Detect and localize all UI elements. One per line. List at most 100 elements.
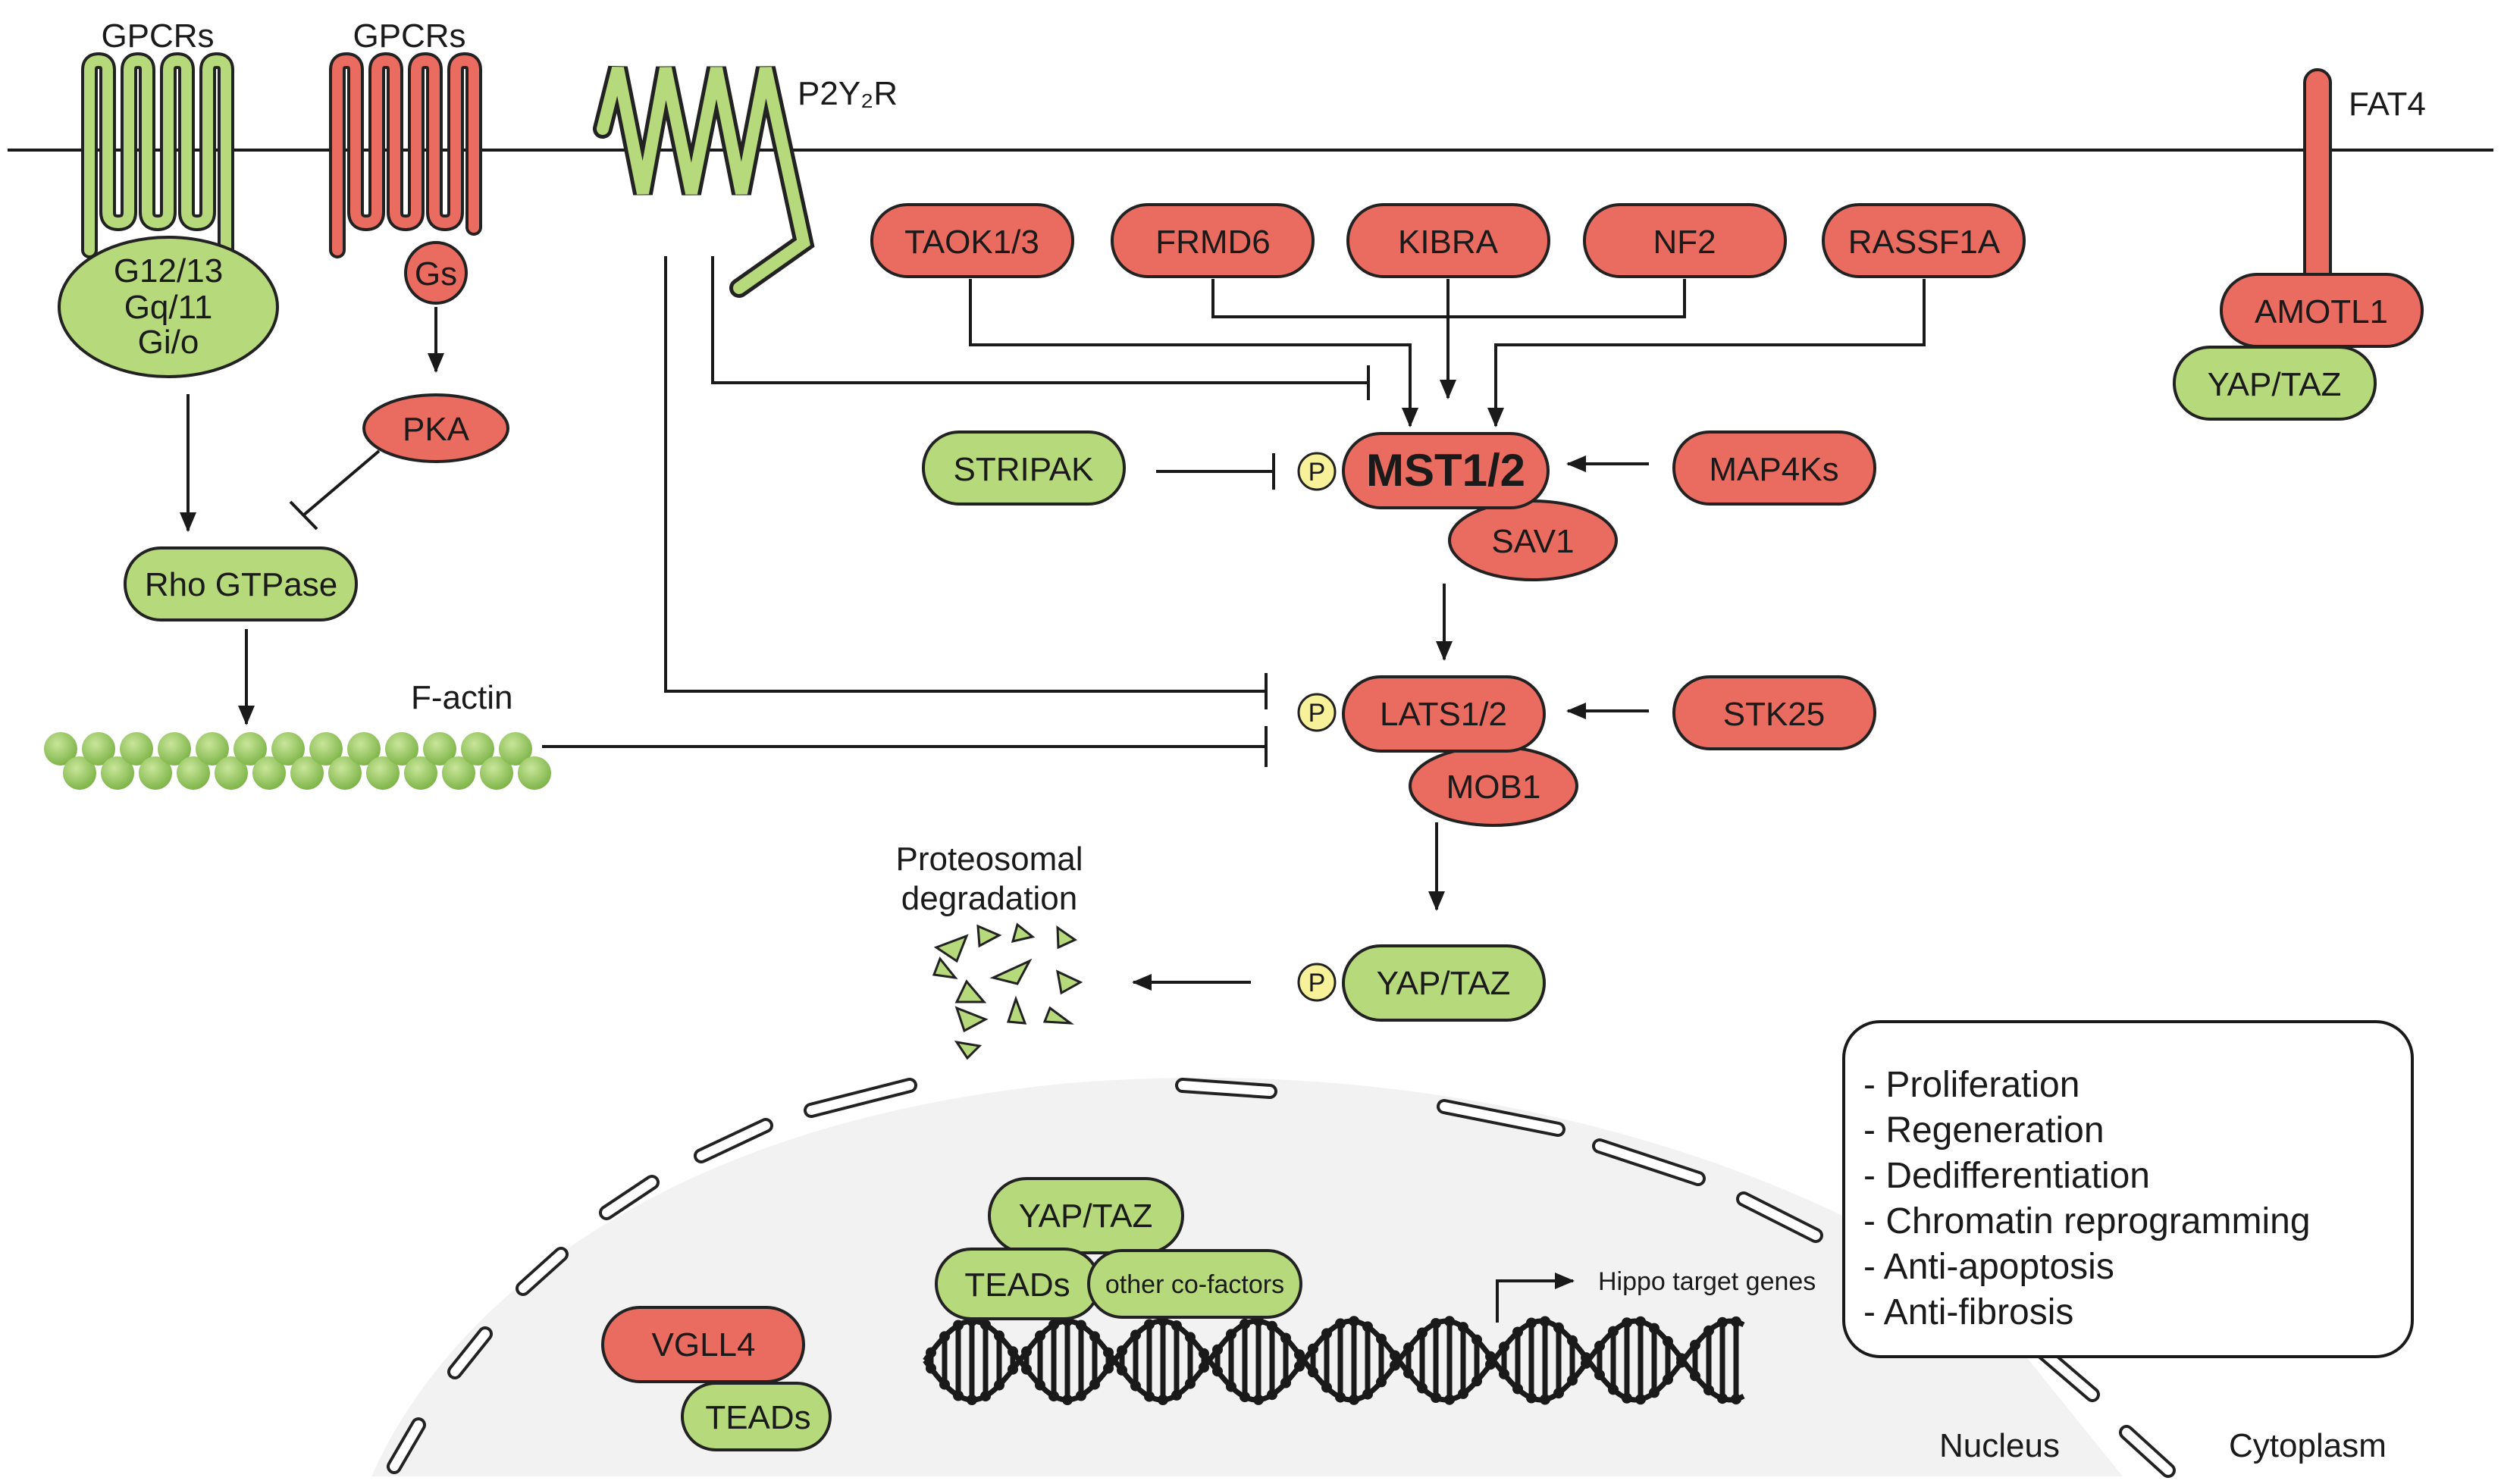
outcome-proliferation: - Proliferation: [1863, 1065, 2079, 1105]
lats-phospho-badge: [1297, 693, 1337, 732]
fat4-label: FAT4: [2349, 86, 2426, 123]
hippo-target-genes-label: Hippo target genes: [1598, 1267, 1816, 1296]
factin-bead: [290, 756, 324, 790]
yaptaz-phospho-badge: [1297, 963, 1337, 1002]
mst-node: [1342, 432, 1550, 509]
gs-node: [404, 241, 468, 305]
dna-helix: [923, 1316, 1745, 1405]
rho-gtpase-node: [124, 546, 358, 621]
lats-node: [1342, 675, 1546, 753]
cytoplasm-label: Cytoplasm: [2229, 1427, 2387, 1464]
outcomes-box: [1842, 1020, 2414, 1358]
frmd6-node: [1111, 203, 1315, 278]
factin-bead: [101, 756, 134, 790]
pka-node: [362, 393, 509, 463]
stk25-label: STK25: [1723, 696, 1826, 733]
factin-bead: [158, 732, 191, 765]
rassf1a-node: [1822, 203, 2026, 278]
yaptaz-nuclear-node: [988, 1177, 1184, 1254]
factin-bead: [215, 756, 248, 790]
degradation-fragments: [932, 922, 1083, 1060]
factin-bead: [499, 732, 532, 765]
yaptaz-phospho-label: P: [1308, 969, 1326, 997]
taok-label: TAOK1/3: [904, 224, 1039, 261]
map4ks-label: MAP4Ks: [1709, 451, 1838, 488]
yaptaz-fat4-label: YAP/TAZ: [2208, 366, 2342, 403]
gpcr-green-label: GPCRs: [101, 17, 214, 55]
rassf1a-label: RASSF1A: [1848, 224, 2001, 261]
stripak-label: STRIPAK: [953, 451, 1093, 488]
factin-bead: [309, 732, 343, 765]
gq-11-label: Gq/11: [124, 289, 213, 326]
kibra-label: KIBRA: [1398, 224, 1499, 261]
factin-bead: [404, 756, 437, 790]
amotl1-label: AMOTL1: [2255, 293, 2388, 330]
factin-bead: [366, 756, 400, 790]
lats-phospho-label: P: [1308, 699, 1326, 728]
pka-label: PKA: [403, 411, 470, 448]
teads-vgll-label: TEADs: [705, 1399, 810, 1436]
yaptaz-p-node: [1342, 944, 1546, 1022]
factin-bead: [233, 732, 267, 765]
frmd6-label: FRMD6: [1155, 224, 1271, 261]
transcription-start-arrow: [1496, 1273, 1575, 1323]
factin-bead: [442, 756, 475, 790]
g12-13-label: G12/13: [114, 252, 223, 290]
factin-bead: [196, 732, 229, 765]
factin-bead: [252, 756, 286, 790]
outcome-anti-fibrosis: - Anti-fibrosis: [1863, 1292, 2073, 1332]
outcome-anti-apoptosis: - Anti-apoptosis: [1863, 1247, 2114, 1287]
factin-bead: [82, 732, 115, 765]
factin-bead: [177, 756, 210, 790]
rassf1a-to-mst-arrow: [1487, 279, 1926, 427]
factin-bead: [120, 732, 153, 765]
factin-filament: [44, 732, 551, 790]
pka-inhibit-bar: [289, 500, 318, 531]
mst-label: MST1/2: [1366, 445, 1525, 496]
gi-o-label: Gi/o: [138, 324, 199, 361]
yaptaz-fat4-node: [2173, 346, 2377, 421]
vgll4-label: VGLL4: [652, 1326, 756, 1363]
nuclear-envelope: [387, 1078, 2176, 1478]
taok-node: [870, 203, 1074, 278]
mst-phospho-label: P: [1308, 458, 1326, 487]
factin-bead: [44, 732, 77, 765]
sav1-label: SAV1: [1491, 523, 1574, 560]
factin-bead: [328, 756, 362, 790]
outcome-chromatin-reprogramming: - Chromatin reprogramming: [1863, 1201, 2311, 1241]
p2y2r-inhibits-mst: [711, 256, 1368, 384]
rho-gtpase-label: Rho GTPase: [145, 566, 337, 603]
degradation-label-1: Proteosomal: [895, 841, 1083, 878]
p2y2r-inhibits-lats: [664, 256, 1266, 693]
gs-label: Gs: [415, 255, 457, 293]
gpcr-red-receptor: [329, 52, 482, 258]
gpcr-red-label: GPCRs: [353, 17, 465, 55]
lats-label: LATS1/2: [1380, 696, 1507, 733]
mob1-label: MOB1: [1446, 769, 1541, 806]
outcome-regeneration: - Regeneration: [1863, 1110, 2105, 1151]
g-protein-complex: [58, 236, 279, 378]
factin-bead: [139, 756, 172, 790]
gpcr-green-receptor: [81, 52, 234, 258]
pka-inhibits-rho: [302, 449, 381, 517]
vgll4-node: [601, 1306, 805, 1383]
stripak-node: [922, 430, 1126, 506]
factin-bead: [385, 732, 418, 765]
factin-bead: [518, 756, 551, 790]
p2y2r-label: P2Y₂R: [798, 75, 898, 112]
factin-bead: [461, 732, 494, 765]
outcome-dedifferentiation: - Dedifferentiation: [1863, 1156, 2150, 1196]
kibra-node: [1346, 203, 1550, 278]
stk25-node: [1672, 675, 1876, 750]
dna-strand: [923, 1318, 1745, 1403]
dna-strand: [923, 1318, 1745, 1403]
p2y2r-receptor: [593, 65, 815, 298]
cofactors-node: [1087, 1249, 1302, 1319]
nucleus-label: Nucleus: [1939, 1427, 2060, 1464]
nf2-label: NF2: [1653, 224, 1716, 261]
factin-bead: [271, 732, 305, 765]
nf2-node: [1583, 203, 1787, 278]
map4ks-node: [1672, 430, 1876, 506]
